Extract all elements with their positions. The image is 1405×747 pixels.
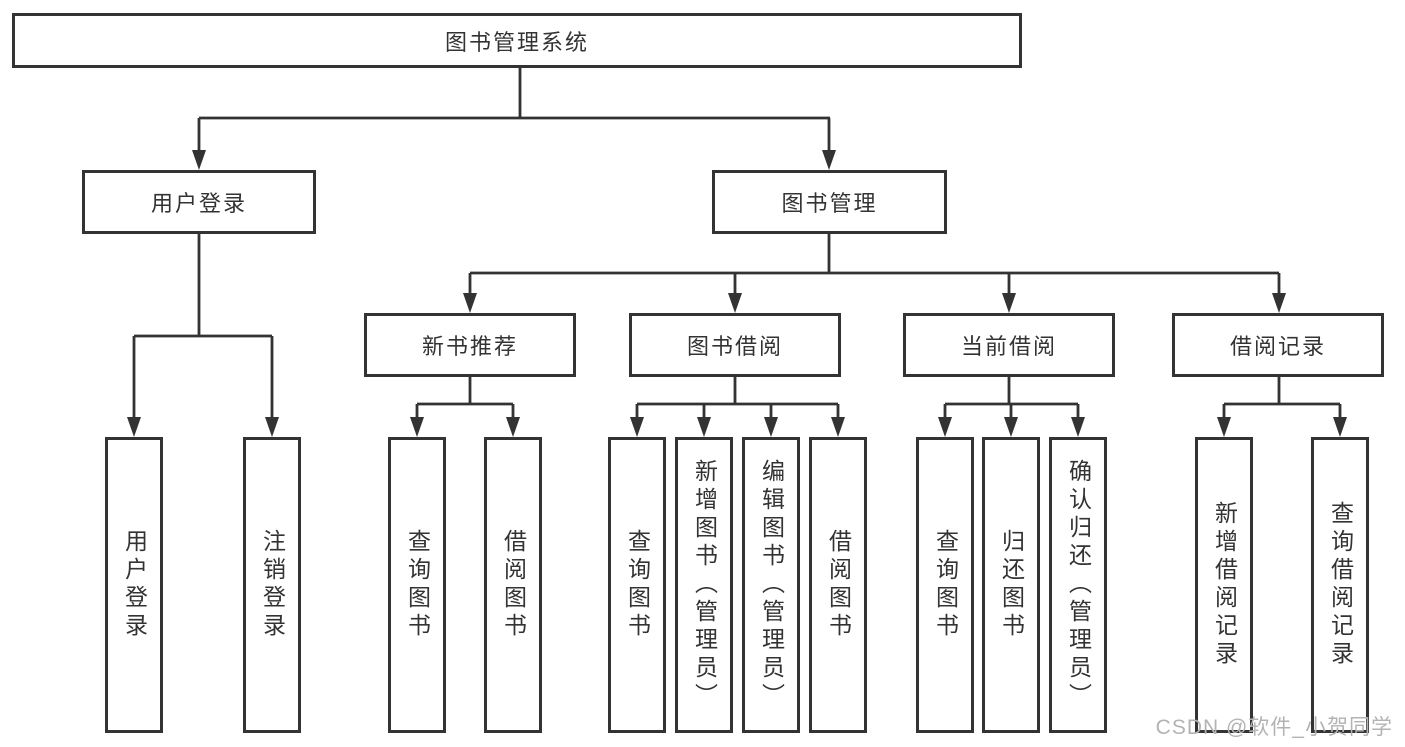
leaf-records-add-record: 新增借阅记录: [1195, 437, 1253, 733]
node-book-management: 图书管理: [712, 170, 947, 234]
node-root-system: 图书管理系统: [12, 13, 1022, 68]
leaf-current-query-books: 查询图书: [916, 437, 974, 733]
leaf-current-return-books: 归还图书: [982, 437, 1040, 733]
node-new-book-recommend: 新书推荐: [364, 313, 576, 377]
leaf-records-query-record-label: 查询借阅记录: [1327, 501, 1354, 669]
leaf-logout-label: 注销登录: [259, 529, 286, 641]
leaf-borrow-borrow-books-label: 借阅图书: [825, 529, 852, 641]
leaf-borrow-query-books-label: 查询图书: [624, 529, 651, 641]
node-borrow-records: 借阅记录: [1172, 313, 1384, 377]
leaf-current-query-books-label: 查询图书: [932, 529, 959, 641]
leaf-current-confirm-return-admin-label: 确认归还（管理员）: [1065, 459, 1092, 711]
leaf-borrow-edit-books-admin: 编辑图书（管理员）: [742, 437, 800, 733]
node-current-borrow: 当前借阅: [903, 313, 1115, 377]
leaf-records-add-record-label: 新增借阅记录: [1211, 501, 1238, 669]
leaf-newbooks-query-books-label: 查询图书: [404, 529, 431, 641]
leaf-borrow-query-books: 查询图书: [608, 437, 666, 733]
node-user-login-label: 用户登录: [150, 191, 247, 216]
leaf-user-login: 用户登录: [105, 437, 163, 733]
leaf-borrow-edit-books-admin-label: 编辑图书（管理员）: [758, 459, 785, 711]
leaf-current-confirm-return-admin: 确认归还（管理员）: [1049, 437, 1107, 733]
node-book-borrow: 图书借阅: [629, 313, 841, 377]
leaf-borrow-add-books-admin-label: 新增图书（管理员）: [691, 459, 718, 711]
leaf-borrow-add-books-admin: 新增图书（管理员）: [675, 437, 733, 733]
leaf-borrow-borrow-books: 借阅图书: [809, 437, 867, 733]
leaf-current-return-books-label: 归还图书: [998, 529, 1025, 641]
leaf-logout: 注销登录: [243, 437, 301, 733]
leaf-user-login-label: 用户登录: [121, 529, 148, 641]
leaf-newbooks-borrow-books-label: 借阅图书: [500, 529, 527, 641]
node-borrow-records-label: 借阅记录: [1229, 334, 1326, 359]
node-book-management-label: 图书管理: [781, 191, 878, 216]
leaf-records-query-record: 查询借阅记录: [1311, 437, 1369, 733]
node-user-login: 用户登录: [82, 170, 316, 234]
node-new-book-recommend-label: 新书推荐: [421, 334, 518, 359]
node-current-borrow-label: 当前借阅: [960, 334, 1057, 359]
leaf-newbooks-borrow-books: 借阅图书: [484, 437, 542, 733]
csdn-watermark: CSDN @软件_小贺同学: [1155, 716, 1393, 739]
leaf-newbooks-query-books: 查询图书: [388, 437, 446, 733]
node-book-borrow-label: 图书借阅: [686, 334, 783, 359]
node-root-system-label: 图书管理系统: [444, 29, 589, 55]
